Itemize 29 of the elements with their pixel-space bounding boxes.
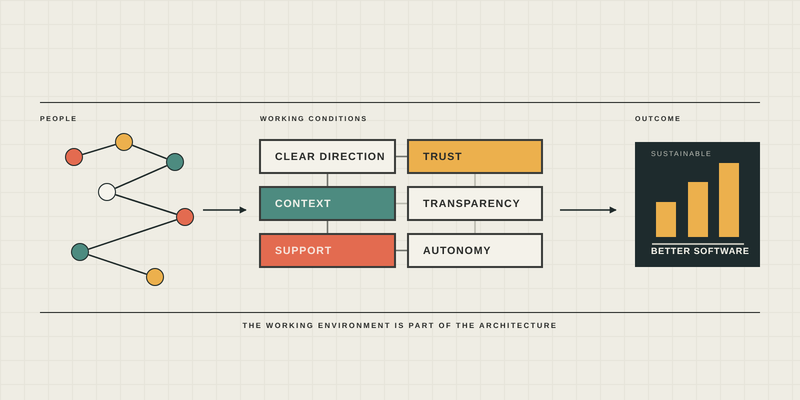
condition-box: CONTEXT	[259, 186, 396, 221]
person-dot	[98, 183, 116, 201]
arrow	[560, 206, 617, 214]
person-dot	[146, 268, 164, 286]
condition-box: AUTONOMY	[407, 233, 543, 268]
connector-line	[88, 219, 177, 250]
connector-line	[132, 144, 167, 160]
connector-line	[326, 221, 328, 233]
connector-line	[115, 194, 177, 215]
connector-line	[326, 174, 328, 186]
connector-line	[396, 202, 407, 204]
person-dot	[65, 148, 83, 166]
condition-box: CLEAR DIRECTION	[259, 139, 396, 174]
person-dot	[115, 133, 133, 151]
connector-line	[114, 164, 168, 190]
condition-box: TRANSPARENCY	[407, 186, 543, 221]
person-dot	[71, 243, 89, 261]
connector-line	[82, 144, 116, 156]
connector-line	[396, 250, 407, 252]
condition-box: TRUST	[407, 139, 543, 174]
condition-box: SUPPORT	[259, 233, 396, 268]
person-dot	[176, 208, 194, 226]
connector-line	[88, 254, 147, 275]
connector-line	[474, 174, 476, 186]
person-dot	[166, 153, 184, 171]
outcome-title: BETTER SOFTWARE	[651, 246, 750, 256]
connector-line	[474, 221, 476, 233]
connector-line	[396, 156, 407, 158]
arrow	[203, 206, 247, 214]
